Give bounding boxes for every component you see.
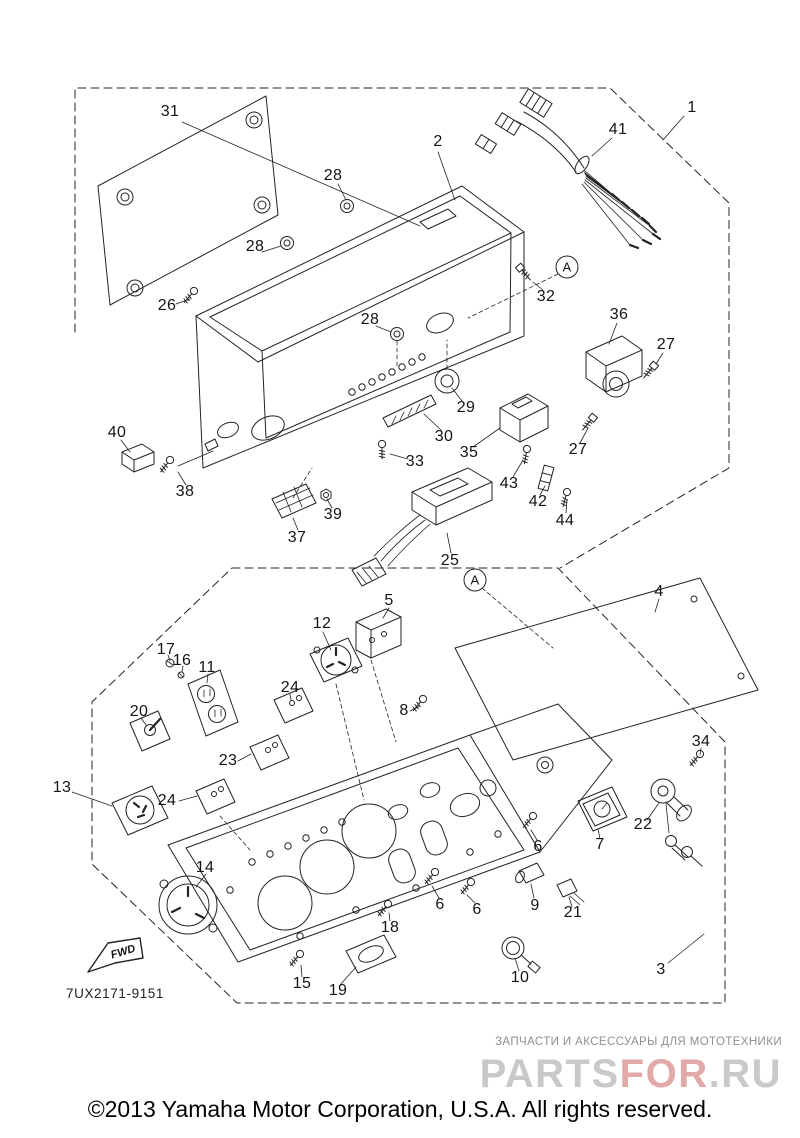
- watermark-tagline: ЗАПЧАСТИ И АКСЕССУАРЫ ДЛЯ МОТОТЕХНИКИ: [495, 1036, 782, 1048]
- box-fittings: [181, 199, 534, 460]
- fuse-holder-9: [515, 862, 545, 884]
- ignition-22: [650, 778, 703, 867]
- boundary-dashed: [74, 87, 730, 1004]
- breaker-24b: [195, 778, 251, 851]
- ref-line-a2: [481, 587, 554, 649]
- breaker-5: [355, 608, 402, 659]
- watermark-brand: PARTSFOR.RU: [480, 1052, 782, 1096]
- wire-harness-41: [474, 88, 662, 250]
- part-code: 7UX2171-9151: [66, 986, 165, 1001]
- component-36: [579, 335, 660, 433]
- control-box-2: [195, 185, 525, 469]
- receptacle-11: [165, 658, 239, 737]
- button-10: [501, 936, 541, 974]
- cap-40-screw-38: [121, 443, 214, 475]
- watermark-brand-ru: .RU: [708, 1051, 782, 1096]
- receptacle-13: [111, 785, 169, 836]
- watermark-brand-parts: PARTS: [479, 1051, 620, 1096]
- fit-lines: [335, 659, 397, 801]
- mounting-plate-31: [97, 95, 279, 306]
- leader-lines: [71, 115, 705, 986]
- boot-19: [345, 934, 397, 974]
- receptacle-14: [158, 875, 218, 935]
- breaker-23: [249, 734, 290, 771]
- fwd-arrow: FWD: [87, 937, 144, 973]
- watermark: ЗАПЧАСТИ И АКСЕССУАРЫ ДЛЯ МОТОТЕХНИКИ PA…: [480, 1036, 782, 1096]
- breaker-24a: [273, 687, 314, 724]
- meter-7: [577, 786, 628, 832]
- relay-35: [499, 393, 572, 508]
- control-unit-25: [351, 467, 493, 587]
- switch-20: [129, 710, 171, 752]
- rear-panel-4: [454, 577, 759, 761]
- connector-37-nut-39: [271, 467, 332, 519]
- receptacle-12: [309, 637, 363, 683]
- plug-21: [556, 878, 585, 906]
- ref-line-a1: [467, 273, 559, 319]
- panel-inner-structure: [469, 703, 613, 853]
- control-panel-face: [167, 734, 541, 963]
- watermark-brand-for: FOR: [619, 1051, 709, 1096]
- copyright-text: ©2013 Yamaha Motor Corporation, U.S.A. A…: [87, 1096, 713, 1122]
